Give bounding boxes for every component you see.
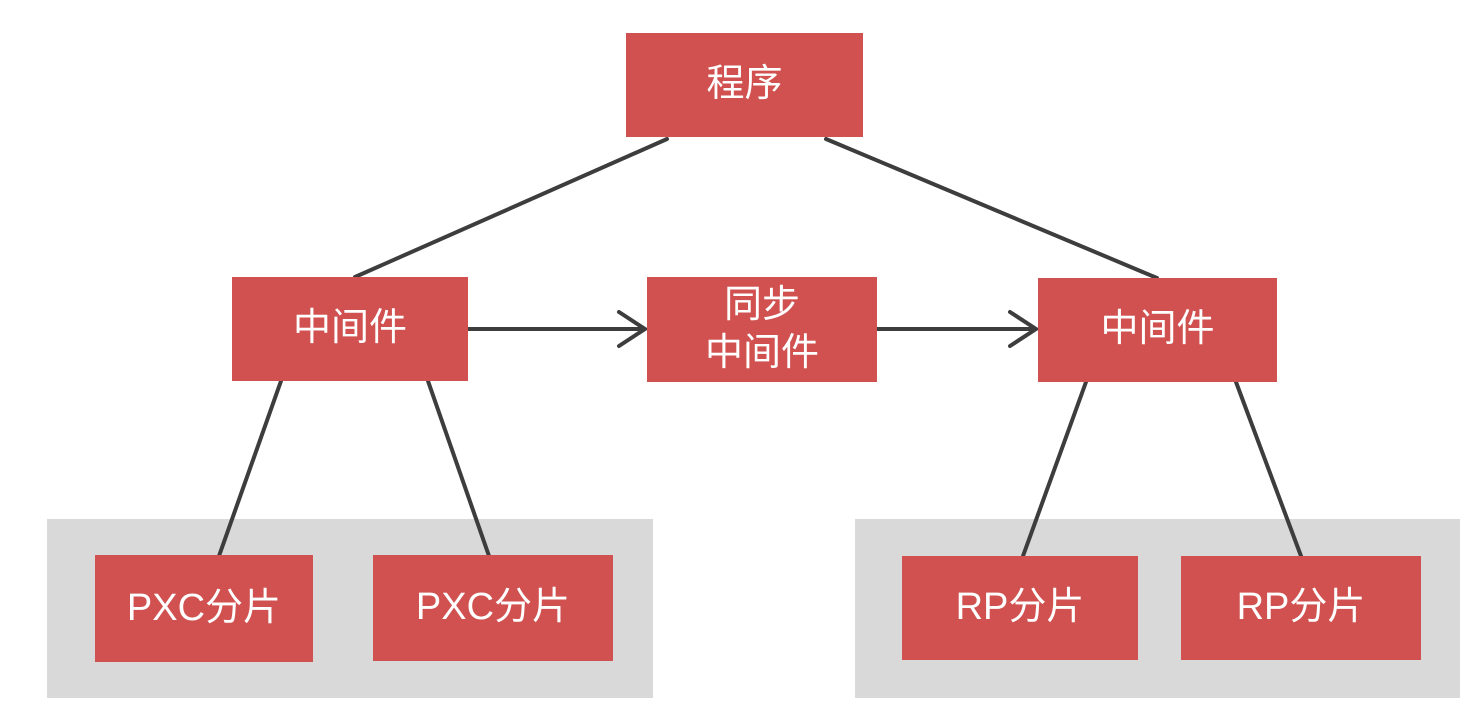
arrowhead-icon [1008,310,1040,348]
node-pxc-shard-2: PXC分片 [373,555,613,661]
arrowhead-icon [617,310,649,348]
node-label: 程序 [706,63,783,106]
node-pxc-shard-1: PXC分片 [95,555,313,662]
node-label: 中间件 [1100,308,1215,351]
node-label: 同步 中间件 [704,284,819,374]
node-label: PXC分片 [415,586,571,629]
node-rp-shard-2: RP分片 [1181,556,1421,660]
node-label: PXC分片 [126,586,282,629]
node-label: RP分片 [955,586,1085,629]
node-label: RP分片 [1236,586,1366,629]
node-middleware-right: 中间件 [1038,278,1277,382]
node-label: 中间件 [292,307,407,350]
edge-program-to-middleware-right [824,137,1159,280]
node-sync-middleware: 同步 中间件 [647,277,877,382]
node-rp-shard-1: RP分片 [902,556,1138,660]
node-program: 程序 [626,33,863,137]
node-middleware-left: 中间件 [232,277,468,381]
edge-program-to-middleware-left [353,137,669,279]
